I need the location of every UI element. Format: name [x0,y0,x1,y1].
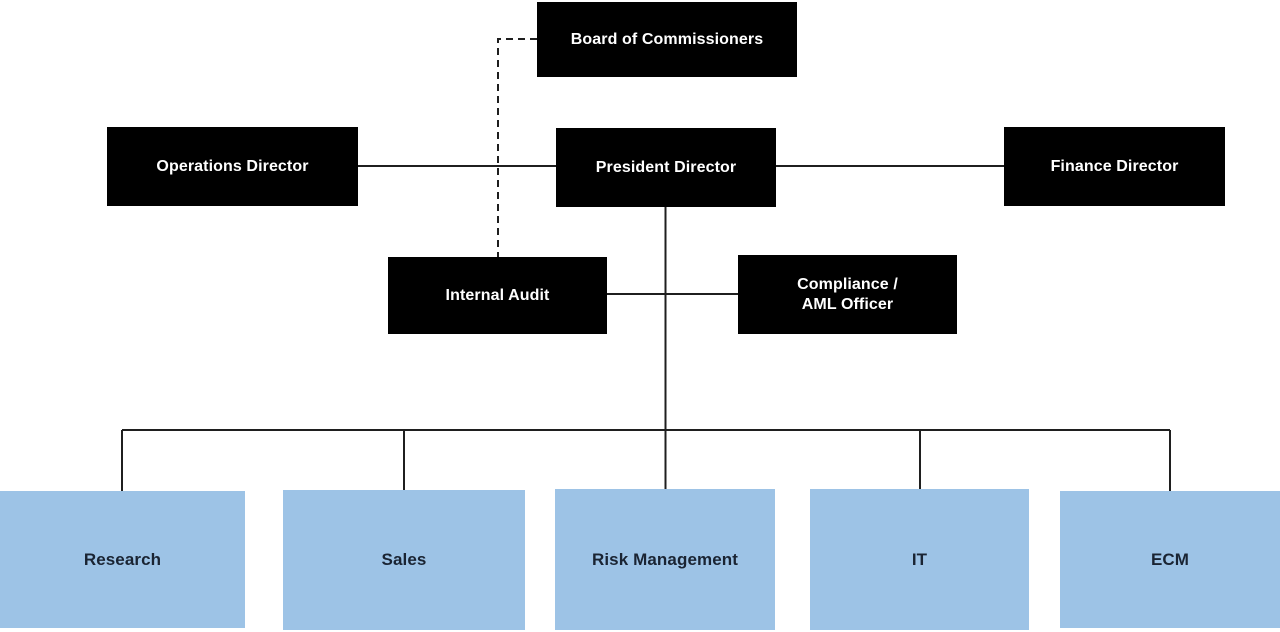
node-label: Operations Director [156,157,309,175]
node-operations-director: Operations Director [107,127,358,206]
node-label: IT [911,549,928,569]
connector-board-internal-audit [497,38,537,257]
node-label: Sales [381,550,427,570]
node-label: Research [83,549,162,569]
node-internal-audit: Internal Audit [388,257,607,334]
node-board-of-commissioners: Board of Commissioners [537,2,797,77]
node-label: Internal Audit [445,286,550,304]
node-compliance-aml-officer: Compliance / AML Officer [738,255,957,334]
node-risk-management: Risk Management [555,489,775,630]
node-research: Research [0,491,245,628]
node-president-director: President Director [556,128,776,207]
node-sales: Sales [283,490,525,630]
node-label: ECM [1150,549,1190,569]
node-label: President Director [595,158,737,176]
node-label: Finance Director [1050,157,1179,175]
node-label: Compliance / AML Officer [797,275,898,313]
node-label: Risk Management [591,549,739,569]
node-it: IT [810,489,1029,630]
node-label: Board of Commissioners [570,30,764,48]
node-finance-director: Finance Director [1004,127,1225,206]
node-ecm: ECM [1060,491,1280,628]
